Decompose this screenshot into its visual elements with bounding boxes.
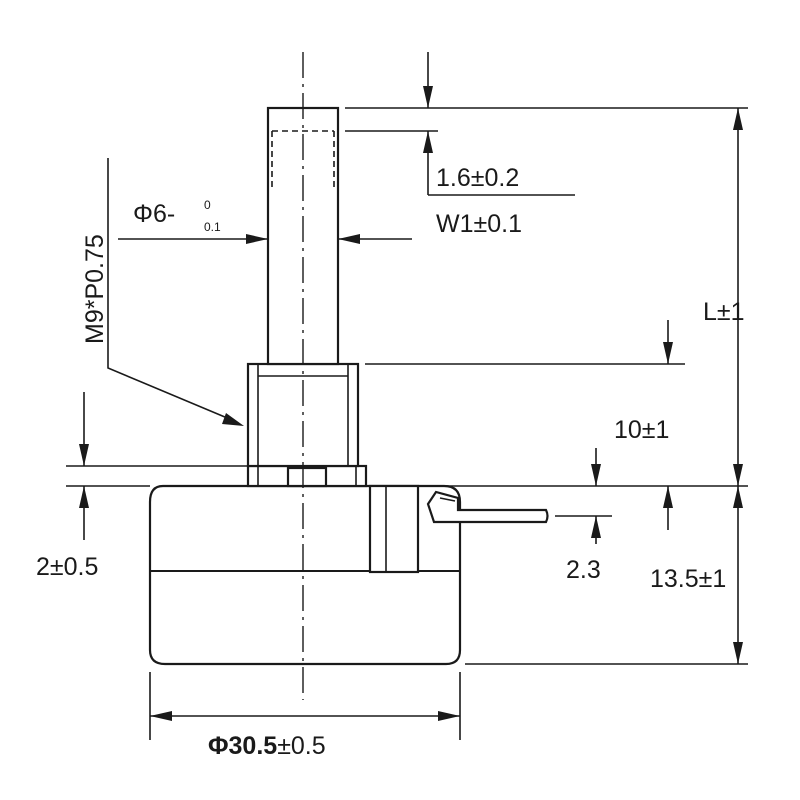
terminal-block xyxy=(368,484,420,574)
dimension-labels: Φ6- 0 0.1 M9*P0.75 1.6±0.2 W1±0.1 L±1 10… xyxy=(36,164,745,760)
shaft-diameter-tol-upper: 0 xyxy=(204,198,211,212)
flat-depth-label: 1.6±0.2 xyxy=(436,164,519,192)
total-length-label: L±1 xyxy=(703,298,745,326)
terminal-lug xyxy=(426,490,549,524)
anti-rotation-tab xyxy=(286,466,328,488)
dimension-lines xyxy=(79,52,743,721)
body-diameter-label: Φ30.5±0.5 xyxy=(208,732,326,760)
shaft-diameter-tol-lower: 0.1 xyxy=(204,220,221,234)
extension-lines xyxy=(66,107,748,740)
body-height-label: 13.5±1 xyxy=(650,565,726,593)
terminal-offset-label: 2.3 xyxy=(566,556,601,584)
washer-thickness-label: 2±0.5 xyxy=(36,553,98,581)
thread-label: M9*P0.75 xyxy=(81,234,109,344)
bushing-length-label: 10±1 xyxy=(614,416,669,444)
flat-length-label: W1±0.1 xyxy=(436,210,522,238)
shaft-diameter-label: Φ6- xyxy=(133,200,175,228)
